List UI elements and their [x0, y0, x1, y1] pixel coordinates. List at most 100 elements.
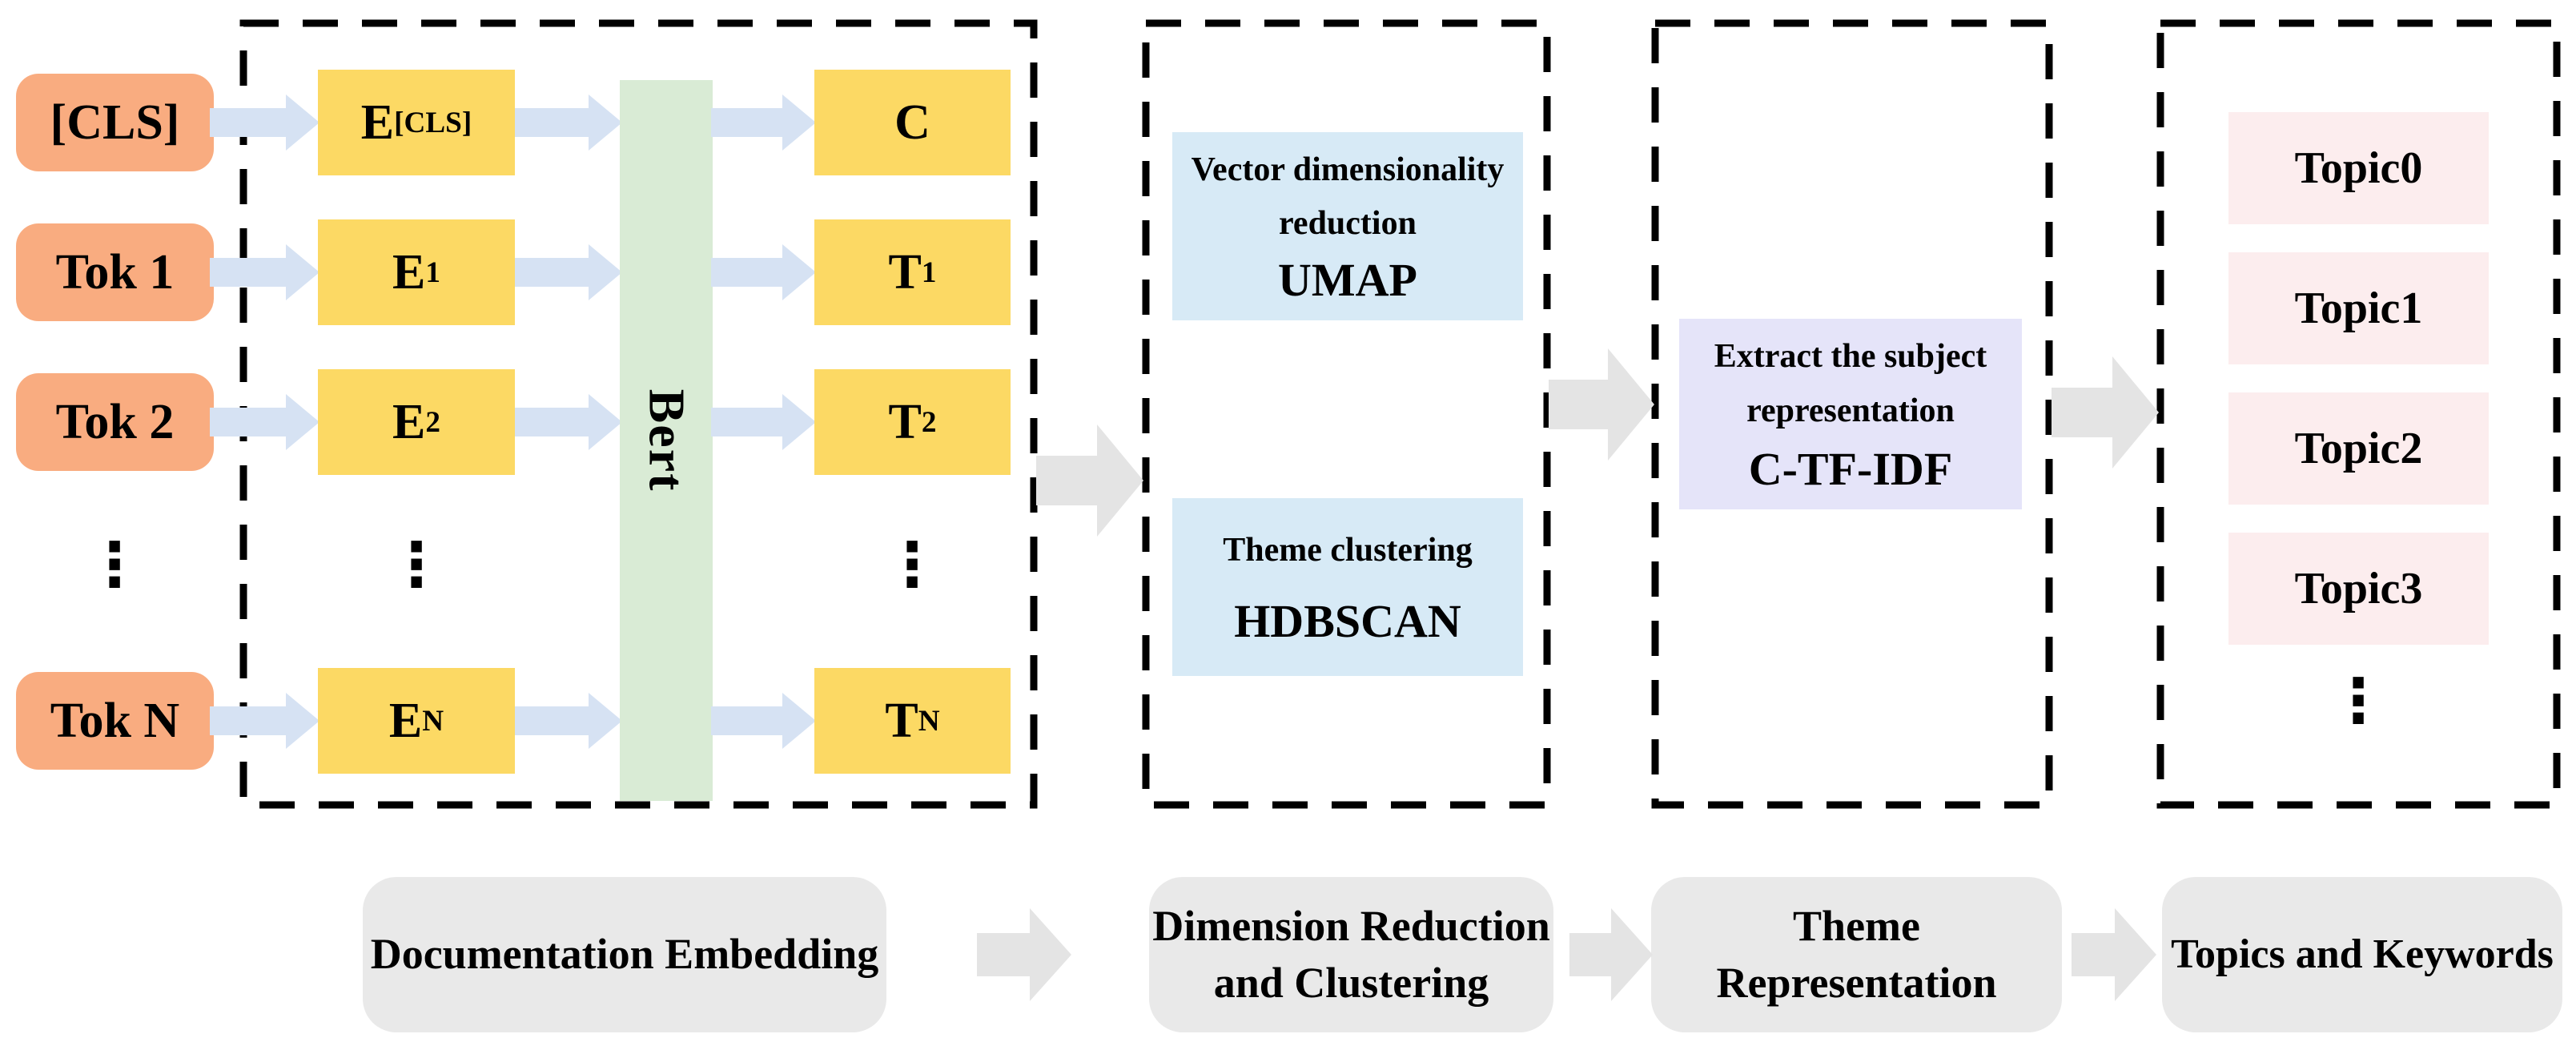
arrow-shaft: [1036, 456, 1099, 505]
token-box-cls: [CLS]: [16, 74, 214, 171]
label-flow-arrow-icon: [977, 907, 1071, 1003]
stage-label-dimension-reduction: Dimension Reduction and Clustering: [1149, 877, 1553, 1032]
hdbscan-description: Theme clustering: [1223, 531, 1473, 569]
arrow-head: [782, 244, 816, 300]
output-label: T: [888, 244, 922, 300]
arrow-head: [1030, 908, 1071, 1001]
hdbscan-name: HDBSCAN: [1234, 595, 1461, 648]
stage-label-text-line1: Theme: [1793, 901, 1920, 950]
arrow-shaft: [1569, 933, 1613, 976]
stage-label-text: Topics and Keywords: [2171, 931, 2554, 977]
arrow-head: [286, 394, 319, 450]
arrow-head: [1097, 424, 1143, 537]
arrow-head: [589, 244, 622, 300]
arrow-shaft: [711, 706, 784, 735]
topic-column-vertical-ellipsis: ⋮: [2328, 665, 2389, 736]
arrow-shaft: [711, 408, 784, 436]
label-flow-arrow-icon: [2072, 907, 2156, 1003]
token-box-1: Tok 1: [16, 223, 214, 321]
umap-box: Vector dimensionality reduction UMAP: [1172, 132, 1523, 320]
embedding-label: E: [392, 244, 426, 300]
output-label: T: [888, 394, 922, 449]
token-arrow-icon: [515, 94, 622, 151]
token-arrow-icon: [210, 243, 319, 301]
embedding-label: E: [392, 394, 426, 449]
arrow-shaft: [210, 108, 287, 137]
token-arrow-icon: [515, 692, 622, 750]
arrow-shaft: [515, 258, 590, 287]
token-arrow-icon: [711, 243, 816, 301]
arrow-head: [589, 693, 622, 749]
arrow-head: [286, 95, 319, 151]
arrow-head: [2112, 356, 2159, 469]
arrow-shaft: [515, 706, 590, 735]
output-label: C: [894, 95, 930, 150]
hdbscan-box: Theme clustering HDBSCAN: [1172, 498, 1523, 676]
arrow-head: [782, 693, 816, 749]
arrow-shaft: [515, 108, 590, 137]
umap-description-line1: Vector dimensionality: [1191, 151, 1505, 188]
arrow-shaft: [711, 258, 784, 287]
arrow-head: [286, 693, 319, 749]
embedding-subscript: 2: [425, 405, 440, 439]
arrow-head: [782, 95, 816, 151]
arrow-shaft: [2052, 388, 2114, 437]
arrow-head: [1608, 348, 1654, 461]
stage-label-topics-keywords: Topics and Keywords: [2162, 877, 2562, 1032]
ctfidf-name: C-TF-IDF: [1748, 442, 1953, 495]
stage-label-documentation-embedding: Documentation Embedding: [363, 877, 886, 1032]
arrow-shaft: [2072, 933, 2116, 976]
stage-outline-topics: [2156, 19, 2561, 809]
arrow-head: [2115, 908, 2156, 1001]
stage-flow-arrow-icon: [1549, 347, 1654, 462]
topic-box-3: Topic3: [2228, 533, 2489, 645]
topic-box-0: Topic0: [2228, 112, 2489, 224]
stage-flow-arrow-icon: [1036, 423, 1143, 538]
token-box-n: Tok N: [16, 672, 214, 770]
output-subscript: 1: [921, 255, 937, 289]
bert-model-label: Bert: [638, 388, 695, 493]
arrow-shaft: [210, 258, 287, 287]
token-box-2: Tok 2: [16, 373, 214, 471]
token-arrow-icon: [210, 692, 319, 750]
stage-label-text-line2: and Clustering: [1213, 959, 1489, 1007]
umap-name: UMAP: [1278, 254, 1417, 307]
arrow-head: [589, 394, 622, 450]
ctfidf-description-line2: representation: [1746, 392, 1955, 430]
token-arrow-icon: [711, 94, 816, 151]
arrow-shaft: [711, 108, 784, 137]
arrow-shaft: [515, 408, 590, 436]
token-arrow-icon: [210, 393, 319, 451]
output-box-c: C: [814, 70, 1011, 175]
arrow-shaft: [210, 706, 287, 735]
ctfidf-box: Extract the subject representation C-TF-…: [1679, 319, 2022, 509]
stage-label-text-line1: Dimension Reduction: [1152, 901, 1550, 950]
token-arrow-icon: [711, 692, 816, 750]
arrow-head: [782, 394, 816, 450]
arrow-shaft: [1549, 380, 1609, 429]
stage-label-text: Documentation Embedding: [370, 930, 879, 979]
embedding-label: E: [360, 95, 395, 150]
embedding-subscript: 1: [425, 255, 440, 289]
token-column-vertical-ellipsis: ⋮: [84, 529, 145, 600]
arrow-shaft: [977, 933, 1031, 976]
stage-label-text-line2: Representation: [1716, 959, 1997, 1007]
embedding-subscript: [CLS]: [394, 106, 472, 139]
output-subscript: 2: [921, 405, 937, 439]
stage-label-theme-representation: Theme Representation: [1651, 877, 2062, 1032]
token-arrow-icon: [515, 393, 622, 451]
embedding-subscript: N: [422, 704, 444, 738]
topic-box-1: Topic1: [2228, 252, 2489, 364]
arrow-head: [589, 95, 622, 151]
topic-box-2: Topic2: [2228, 392, 2489, 505]
bert-model-bar: Bert: [620, 80, 713, 801]
embedding-label: E: [388, 693, 423, 748]
output-subscript: N: [918, 704, 940, 738]
